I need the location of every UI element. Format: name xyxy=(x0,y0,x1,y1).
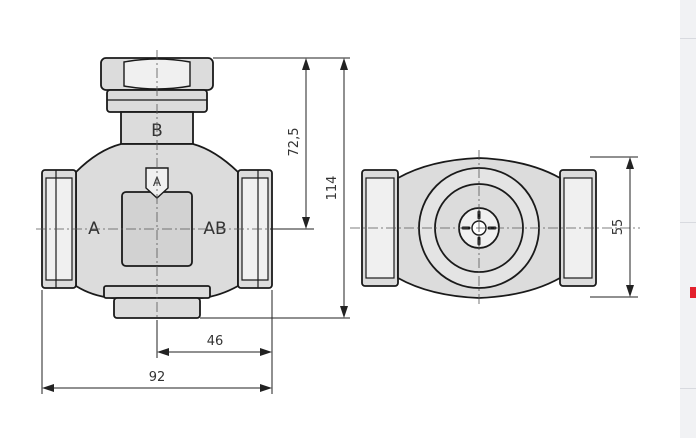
side-centerlines xyxy=(350,150,640,306)
dim-label-92: 92 xyxy=(149,370,166,385)
dim-label-72-5: 72,5 xyxy=(287,128,302,157)
red-marker xyxy=(690,287,696,298)
valve-drawing: B A AB A xyxy=(36,50,640,394)
dim-label-114: 114 xyxy=(325,176,340,201)
port-label-ab: AB xyxy=(203,219,226,239)
dimension-arrows xyxy=(42,58,634,392)
front-centerlines xyxy=(36,50,296,356)
side-panel-strip xyxy=(680,0,696,438)
dim-label-46: 46 xyxy=(207,334,224,349)
dim-label-55: 55 xyxy=(611,219,626,236)
